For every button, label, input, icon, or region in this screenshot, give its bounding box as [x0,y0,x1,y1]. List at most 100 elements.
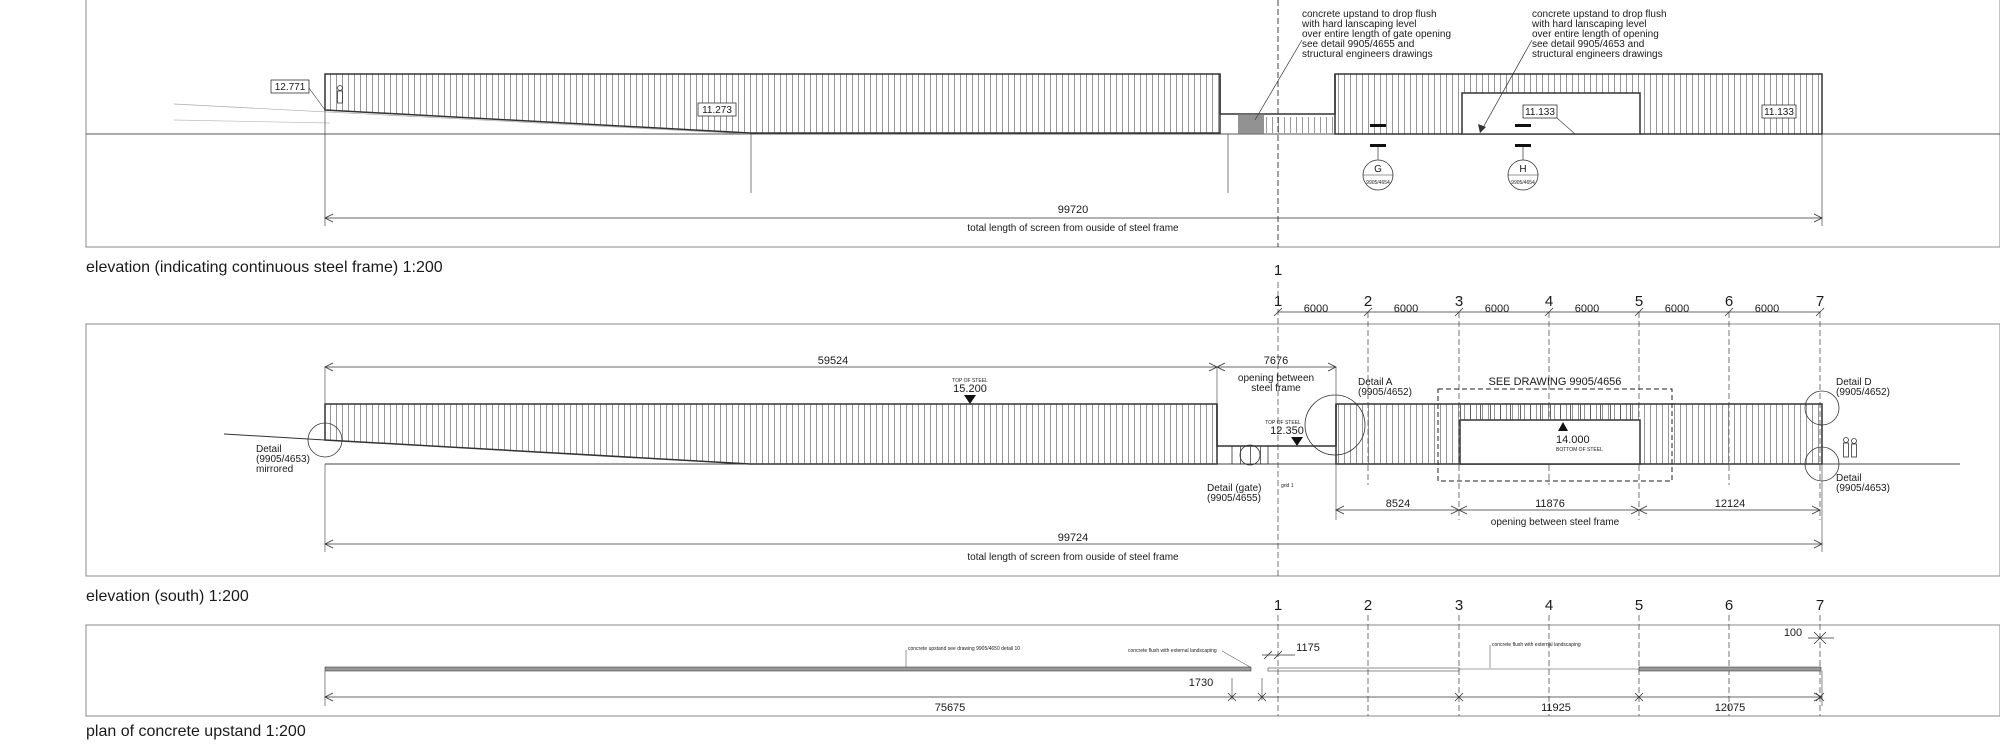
grid-label-1: 1 [1274,262,1282,279]
dim-99724: 99724 [1058,532,1089,544]
detail-circle-d [1804,390,1840,426]
level-12771: 12.771 [275,82,306,93]
note-right-line-3: over entire length of opening [1532,29,1659,40]
detail-left-title: Detail [256,444,282,455]
plan-grid-label-1: 1 [1274,597,1282,614]
level-marker-14000 [1558,422,1568,431]
see-drawing-label: SEE DRAWING 9905/4656 [1489,376,1622,388]
note-left-line-1: concrete upstand to drop flush [1302,9,1437,20]
dim-59524: 59524 [818,355,849,367]
bottom-of-steel-label: BOTTOM OF STEEL [1556,447,1603,453]
plan-grid-label-3: 3 [1455,597,1463,614]
level-marker-12350 [1291,437,1303,446]
level-tag-11133-a: 11.133 [1522,104,1576,135]
grid-label-1: 1 [1274,293,1282,310]
bay-dim-6: 6000 [1755,303,1779,315]
note-right-line-4: see detail 9905/4653 and [1532,39,1644,50]
bay-dim-2: 6000 [1394,303,1418,315]
detail-left-ref: (9905/4653) [256,454,310,465]
dimension-note: total length of screen from ouside of st… [967,223,1179,234]
grid-label-2: 2 [1364,293,1372,310]
grid-labels-south: 1 2 3 4 5 6 7 [1274,293,1824,310]
plan-dim-11925: 11925 [1541,702,1571,714]
plan-note-flush-1: concrete flush with external landscaping [1128,648,1217,654]
dimension-59524: 59524 [324,355,1218,404]
plan-grid-lines [1277,615,1821,716]
grid-label-6: 6 [1725,293,1733,310]
section-g-ref: 9905/4654 [1366,180,1390,186]
plan-note-flush-2: concrete flush with external landscaping [1492,642,1581,648]
detail-d-ref: (9905/4652) [1836,387,1890,398]
plan-concrete-upstand: 1 2 3 4 5 6 7 concrete upstand see drawi… [85,597,2000,717]
opening-between-label: opening between steel frame [1491,517,1620,528]
detail-labels: Detail A (9905/4652) Detail D (9905/4652… [256,377,1890,504]
note-left-line-2: with hard lanscaping level [1301,19,1417,30]
note-left-line-4: see detail 9905/4655 and [1302,39,1414,50]
note-right-line-5: structural engineers drawings [1532,49,1663,60]
gate-concrete-upstand [1238,114,1264,134]
section-h-letter: H [1519,164,1526,175]
elevation-south: 1 2 3 4 5 6 7 6000 6000 6000 [85,282,2000,577]
detail-d-title: Detail D [1836,377,1872,388]
bay-dim-3: 6000 [1485,303,1509,315]
south-screen-left [324,403,1218,465]
detail-circle-gate [1239,444,1261,466]
upstand-strip-mid [1267,667,1460,672]
note-right-line-2: with hard lanscaping level [1531,19,1647,30]
human-figures-icon [1843,437,1857,458]
plan-frame [85,624,2000,717]
level-tag-11133-b: 11.133 [1761,104,1797,119]
caption-plan: plan of concrete upstand 1:200 [86,723,306,740]
level-tag-11273: 11.273 [697,102,752,193]
screen-left-section [324,73,1221,134]
plan-note-upstand: concrete upstand see drawing 9905/4650 d… [908,646,1020,652]
plan-dim-75675: 75675 [935,702,966,714]
detail-right-title: Detail [1836,473,1862,484]
caption-elevation-continuous: elevation (indicating continuous steel f… [86,259,443,276]
detail-gate-title: Detail (gate) [1207,483,1261,494]
bay-dim-1: 6000 [1304,303,1328,315]
note-right-line-1: concrete upstand to drop flush [1532,9,1667,20]
plan-dim-1175: 1175 [1296,642,1320,654]
dim-8524: 8524 [1386,498,1410,510]
plan-lower-dimensions: 75675 11925 12075 [324,671,1825,714]
plan-grid-label-6: 6 [1725,597,1733,614]
plan-dim-1730: 1730 [1189,677,1213,689]
plan-grid-label-4: 4 [1545,597,1553,614]
plan-grid-label-5: 5 [1635,597,1643,614]
detail-circle-a [1304,394,1366,456]
level-tag-12771: 12.771 [270,79,326,111]
plan-grid-label-7: 7 [1816,597,1824,614]
bay-dim-5: 6000 [1665,303,1689,315]
grid-1-small-label: grid 1 [1281,483,1294,489]
grid-label-4: 4 [1545,293,1553,310]
section-h-ref: 9905/4654 [1511,180,1535,186]
upstand-strip-left [324,666,1252,672]
opening-label-line-2: steel frame [1251,383,1301,394]
section-marker-g: G 9905/4654 [1362,124,1394,191]
human-figure-icon [337,85,343,104]
top-of-steel-label-1: TOP OF STEEL [952,378,988,384]
opening-label-line-1: opening between [1238,373,1314,384]
plan-dim-100: 100 [1784,627,1802,639]
note-left-line-5: structural engineers drawings [1302,49,1433,60]
upstand-strip-right [1638,666,1822,672]
plan-grid-label-2: 2 [1364,597,1372,614]
elevation-2-frame [85,323,2000,577]
dimension-99724: 99724 total length of screen from ouside… [324,464,1823,563]
note-gate-upstand: concrete upstand to drop flush with hard… [1254,9,1451,121]
grid-label-7: 7 [1816,293,1824,310]
detail-circle-left [307,422,343,458]
grid-label-3: 3 [1455,293,1463,310]
section-g-letter: G [1374,164,1382,175]
elevation-continuous-frame: 12.771 11.273 11.133 11.133 concrete ups… [85,0,2000,279]
detail-right-ref: (9905/4653) [1836,483,1890,494]
level-11273: 11.273 [702,105,732,116]
grid-labels-plan: 1 2 3 4 5 6 7 [1274,597,1824,614]
see-drawing-box [1437,388,1673,482]
dimension-value: 99720 [1058,204,1089,216]
elevation-1-frame [85,0,2000,248]
section-marker-h: H 9905/4654 [1507,124,1539,191]
detail-left-mirrored: mirrored [256,464,293,475]
